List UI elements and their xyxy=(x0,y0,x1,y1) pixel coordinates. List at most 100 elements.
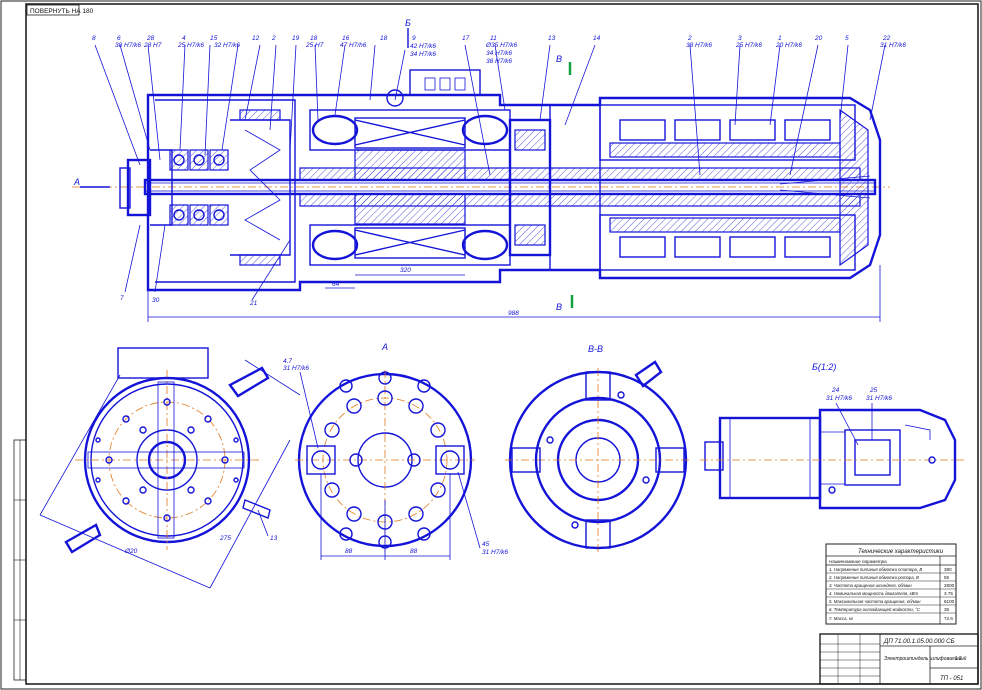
callout: 7 xyxy=(120,295,124,302)
section-vv: В-В xyxy=(505,344,690,552)
end-view-dim-2: 275 xyxy=(219,535,231,542)
tech-row-name: 4. Номинальная мощность двигателя, кВт xyxy=(829,591,918,596)
fit-label: 28 H7 xyxy=(143,42,162,49)
tech-row-name: 2. Напряжение питания обмотки ротора, В xyxy=(828,575,919,580)
callout: 3 xyxy=(738,35,742,42)
callout: 4 xyxy=(182,35,186,42)
callout: 21 xyxy=(249,300,258,307)
tech-table-title: Технические характеристики xyxy=(858,549,944,555)
fit-label: 31 H7/k6 xyxy=(283,365,309,372)
fit-label: 31 H7/k6 xyxy=(826,395,852,402)
callout: 14 xyxy=(593,35,601,42)
format-stamp: ПОВЕРНУТЬ НА 180 xyxy=(26,4,94,16)
callout: 9 xyxy=(412,35,416,42)
callout: 18 xyxy=(380,35,388,42)
view-a-dim-1: 88 xyxy=(345,548,353,555)
callout: 25 xyxy=(869,387,878,394)
tech-row-value: 72.6 xyxy=(944,616,953,621)
tech-row-value: 35 xyxy=(944,607,950,612)
tech-row-value: 380 xyxy=(944,567,952,572)
section-mark-v-top: В xyxy=(556,54,562,64)
callout: 22 xyxy=(882,35,891,42)
fit-label: 31 H7/k6 xyxy=(482,549,508,556)
fit-label: 38 H7/k6 xyxy=(686,42,712,49)
title-doc-number: ДП 71.00.1.05.00.000 СБ xyxy=(883,638,955,645)
view-a-dim-2: 88 xyxy=(410,548,418,555)
callout: 28 xyxy=(146,35,155,42)
dim-mid: 320 xyxy=(400,267,411,274)
callout: 20 xyxy=(814,35,823,42)
fit-label: 20 H7/k6 xyxy=(775,42,802,49)
fit-label: 31 H7/k6 xyxy=(880,42,906,49)
tech-row-name: 7. Масса, кг xyxy=(829,616,854,621)
end-view: Ø20 275 13 xyxy=(39,347,301,589)
callout: 30 xyxy=(152,297,160,304)
end-view-bolts xyxy=(95,398,239,522)
callout: 1 xyxy=(778,35,782,42)
title-sheet: ТП - 051 xyxy=(940,676,963,682)
fit-label: 47 H7/h6 xyxy=(340,42,367,49)
main-dimensions: 988 320 64 xyxy=(147,265,881,322)
title-scale: 1:2 xyxy=(955,656,962,662)
view-a-title: А xyxy=(381,342,388,352)
tech-row-name: 6. Температура охлаждающей жидкости, °С xyxy=(829,607,921,612)
section-vv-title: В-В xyxy=(588,344,603,354)
front-bearing-group xyxy=(169,149,229,226)
callout: 5 xyxy=(845,35,849,42)
view-a-holes xyxy=(324,371,446,549)
view-mark-a: А xyxy=(73,177,80,187)
fit-label: 31 H7/k6 xyxy=(866,395,892,402)
fit-label: 25 H7 xyxy=(305,42,324,49)
callout: 11 xyxy=(490,35,497,42)
callout: 15 xyxy=(210,35,218,42)
callout: 6 xyxy=(117,35,121,42)
fit-annotations: 38 H7/k6 28 H7 25 H7/k6 32 H7/k6 25 H7 4… xyxy=(115,42,906,65)
tech-row-name: 3. Частота вращения шпинделя, об/мин xyxy=(829,583,912,588)
fit-label: 38 H7/k6 xyxy=(115,42,141,49)
callout: 19 xyxy=(292,35,300,42)
callout: 2 xyxy=(687,35,692,42)
callout: 4.7 xyxy=(283,358,292,365)
dim-overall: 988 xyxy=(508,310,519,317)
fit-label: 25 H7/k6 xyxy=(735,42,762,49)
callout: 2 xyxy=(271,35,276,42)
fit-label: 25 H7/k6 xyxy=(177,42,204,49)
view-b: Б(1:2) 24 31 H7/k6 25 31 H7/k6 xyxy=(700,362,965,510)
fit-label: 38 H7/k6 xyxy=(486,58,512,65)
tech-table-header: Наименование параметра xyxy=(829,559,887,564)
fit-label: 34 H7/k6 xyxy=(410,51,436,58)
fit-label: 32 H7/k6 xyxy=(214,42,240,49)
view-a: А 88 88 4.7 31 H7/k6 45 31 H7/k6 xyxy=(283,342,508,560)
tech-table: Технические характеристики Наименование … xyxy=(825,543,957,625)
top-callouts: 8 6 28 4 15 12 2 19 18 16 18 9 17 11 13 … xyxy=(92,35,891,42)
top-leader-lines xyxy=(94,44,886,176)
tech-row-name: 5. Максимальная частота вращения, об/мин xyxy=(829,599,921,604)
fit-label: Ø35 H7/k6 xyxy=(485,42,517,49)
callout: 18 xyxy=(310,35,318,42)
tech-row-value: 6100 xyxy=(944,599,955,604)
callout: 24 xyxy=(831,387,840,394)
rear-cartridge xyxy=(599,104,871,271)
tech-row-name: 1. Напряжение питания обмотки статора, В xyxy=(829,567,922,572)
callout: 8 xyxy=(92,35,96,42)
tech-row-value: 2800 xyxy=(944,583,955,588)
end-view-dim-1: Ø20 xyxy=(124,548,138,555)
title-block: ДП 71.00.1.05.00.000 СБ Электрошпиндель … xyxy=(819,633,979,685)
callout: 17 xyxy=(462,35,470,42)
title-name: Электрошпиндель шлифовальный xyxy=(884,655,967,662)
callout: 16 xyxy=(342,35,350,42)
fit-label: 42 H7/k6 xyxy=(410,43,436,50)
section-mark-v-bottom: В xyxy=(556,302,562,312)
callout: 12 xyxy=(252,35,260,42)
terminal-box xyxy=(386,69,481,107)
main-section-view: 988 320 64 Б В В А xyxy=(72,18,906,322)
section-mark-b: Б xyxy=(405,18,411,28)
motor-stator-rotor xyxy=(309,109,511,266)
callout: 45 xyxy=(482,541,490,548)
callout: 13 xyxy=(270,535,278,542)
tech-row-value: 55 xyxy=(944,575,950,580)
tech-row-value: 3.75 xyxy=(944,591,953,596)
callout: 13 xyxy=(548,35,556,42)
